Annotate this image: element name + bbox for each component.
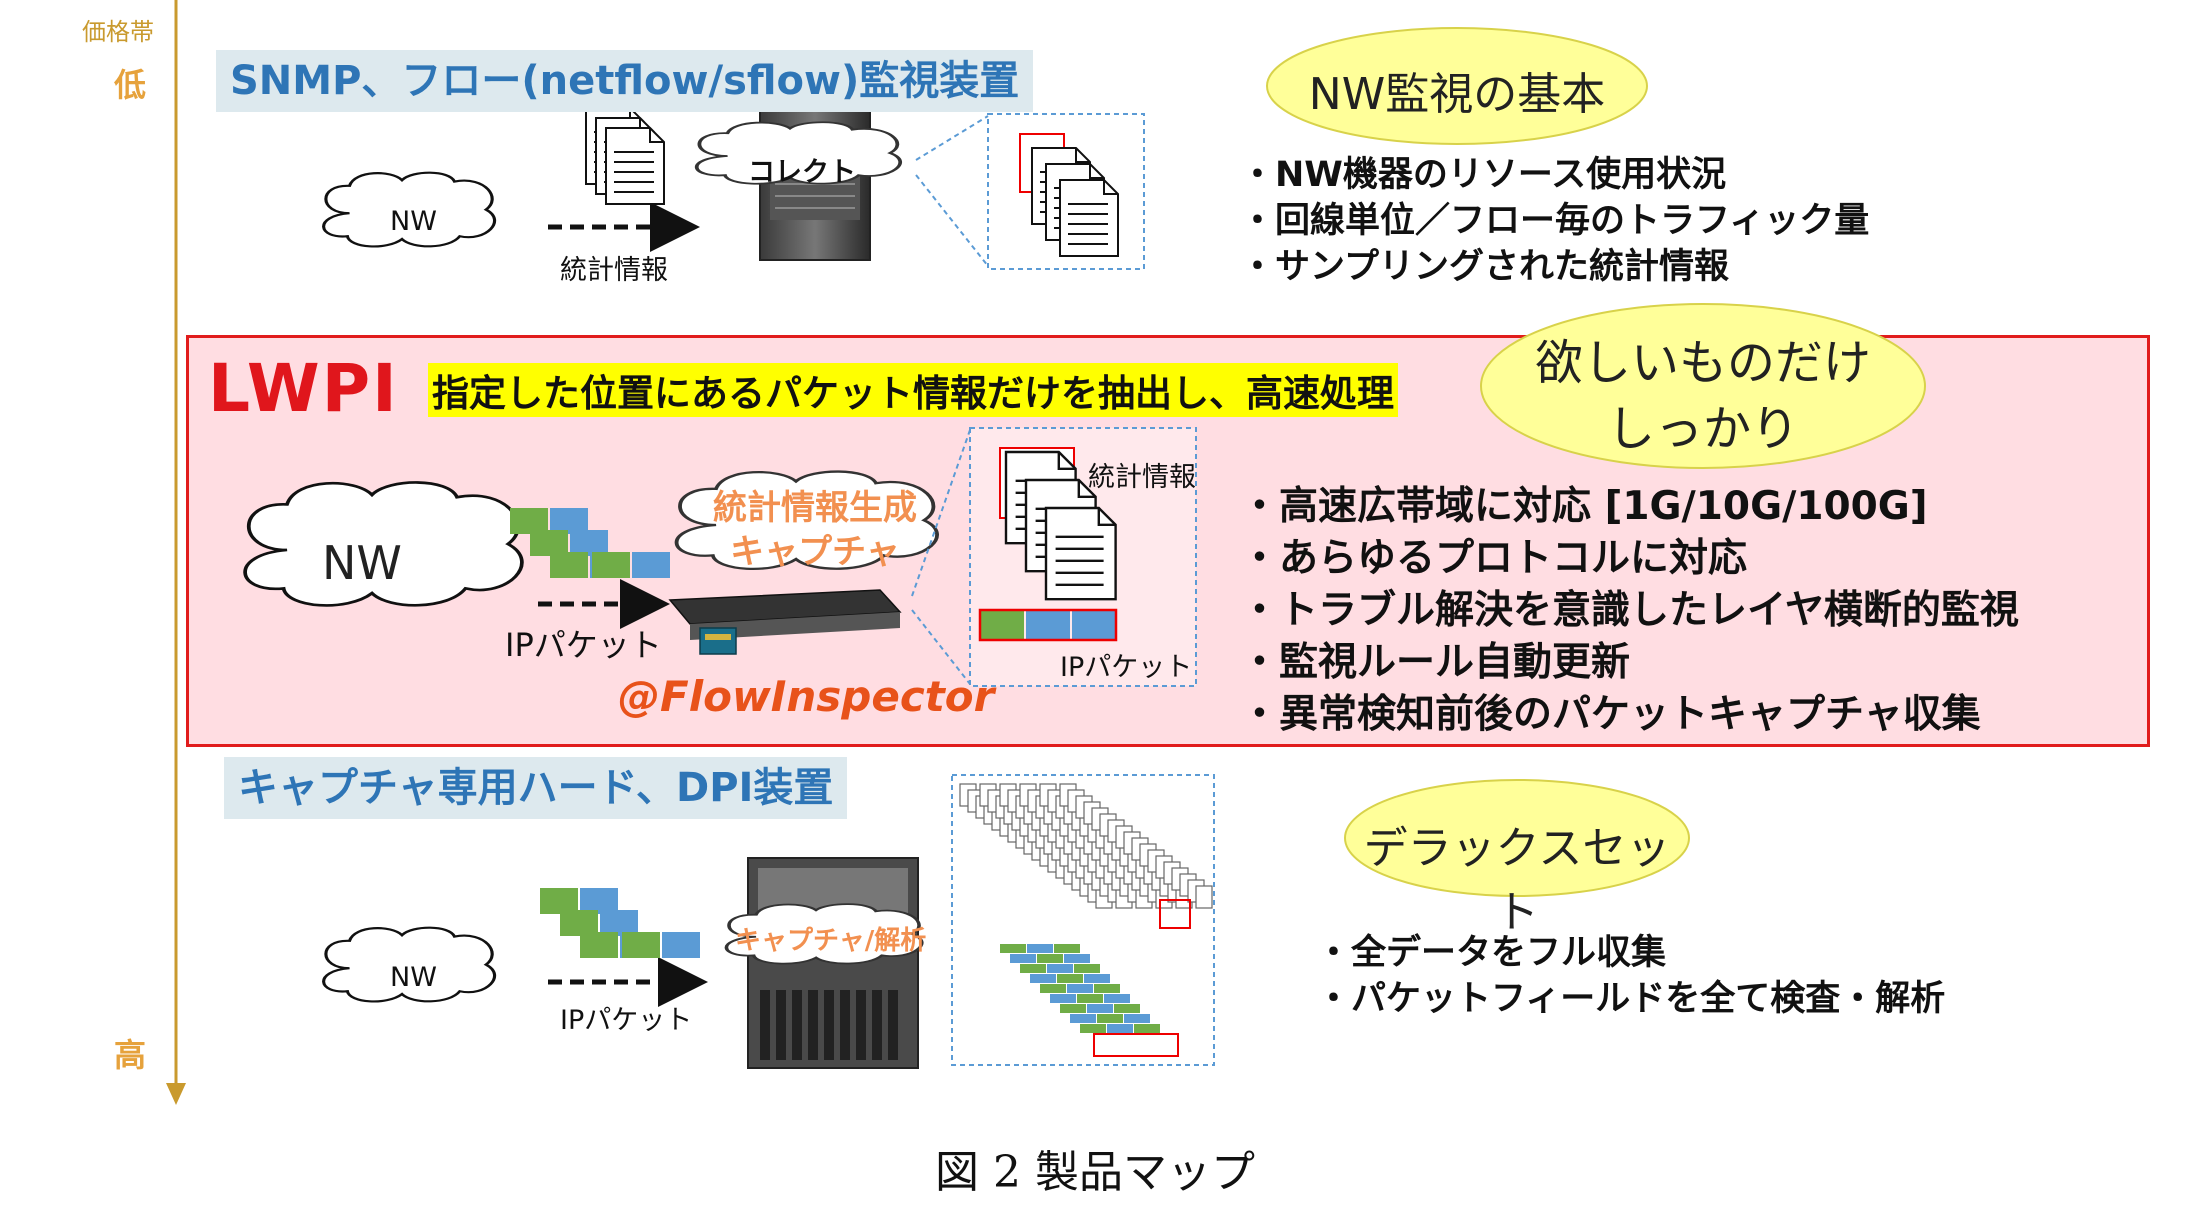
tier1-callout-docs xyxy=(1019,133,1119,257)
tier1-bullet: ・サンプリングされた統計情報 xyxy=(1240,247,1729,287)
tier3-oval xyxy=(1344,779,1690,897)
axis-low: 低 xyxy=(114,66,147,104)
axis-label: 価格帯 xyxy=(82,18,154,46)
tier1-callout-box xyxy=(987,113,1145,270)
tier3-oval-text: デラックスセット xyxy=(1363,823,1671,938)
tier2-oval-line2: しっかり xyxy=(1606,401,1799,457)
price-axis-arrowhead xyxy=(166,1083,186,1105)
tier2-server-label: 統計情報生成 キャプチャ xyxy=(690,486,940,574)
tier3-bullet: ・パケットフィールドを全て検査・解析 xyxy=(1316,979,1946,1019)
tier2-arrow-label: IPパケット xyxy=(505,626,662,664)
tier2-bullet: ・監視ルール自動更新 xyxy=(1240,640,1631,685)
tier2-packet-stack xyxy=(510,508,670,578)
tier3-doc-pile xyxy=(959,783,1213,909)
tier3-nw-label: NW xyxy=(390,962,437,993)
lwpi-subtitle: 指定した位置にあるパケット情報だけを抽出し、高速処理 xyxy=(428,363,1398,417)
tier2-bullet: ・トラブル解決を意識したレイヤ横断的監視 xyxy=(1240,588,2019,633)
tier3-arrow-label: IPパケット xyxy=(560,1005,693,1036)
tier2-oval-text: 欲しいものだけ しっかり xyxy=(1483,330,1923,462)
lwpi-title: LWPI xyxy=(208,350,399,427)
tier2-server xyxy=(668,589,902,655)
tier2-doc-label: 統計情報 xyxy=(1088,462,1196,493)
tier3-packet-pile xyxy=(1000,944,1160,1033)
tier2-server-label-line1: 統計情報生成 xyxy=(713,488,917,528)
tier1-bullet: ・NW機器のリソース使用状況 xyxy=(1240,155,1727,195)
tier2-oval-line1: 欲しいものだけ xyxy=(1534,335,1871,391)
tier1-bullet: ・回線単位／フロー毎のトラフィック量 xyxy=(1240,201,1870,241)
figure-caption: 図 2 製品マップ xyxy=(935,1147,1255,1198)
flowinspector-brand: @FlowInspector xyxy=(618,672,995,721)
tier2-nw-label: NW xyxy=(322,536,402,590)
tier3-bullet: ・全データをフル収集 xyxy=(1316,933,1667,973)
tier2-callout-docs xyxy=(999,447,1117,601)
tier3-callout-box xyxy=(951,774,1215,1066)
tier1-nw-label: NW xyxy=(390,206,437,237)
tier1-title: SNMP、フロー(netflow/sflow)監視装置 xyxy=(216,50,1034,112)
tier2-server-label-line2: キャプチャ xyxy=(730,532,900,572)
tier2-bullets: ・高速広帯域に対応 [1G/10G/100G] ・あらゆるプロトコルに対応 ・ト… xyxy=(1240,481,2019,741)
tier2-bullet: ・高速広帯域に対応 [1G/10G/100G] xyxy=(1240,484,1928,529)
tier2-packet-label: IPパケット xyxy=(1060,652,1193,683)
tier3-bullets: ・全データをフル収集 ・パケットフィールドを全て検査・解析 xyxy=(1316,930,1945,1022)
tier3-title: キャプチャ専用ハード、DPI装置 xyxy=(224,757,848,819)
tier1-server-label: コレクト xyxy=(748,157,856,188)
tier1-arrow-label: 統計情報 xyxy=(560,255,668,286)
axis-high: 高 xyxy=(114,1036,147,1074)
tier1-oval-text: NW監視の基本 xyxy=(1308,69,1606,120)
tier1-oval xyxy=(1266,27,1648,145)
tier2-bullet: ・あらゆるプロトコルに対応 xyxy=(1240,536,1748,581)
tier1-bullets: ・NW機器のリソース使用状況 ・回線単位／フロー毎のトラフィック量 ・サンプリン… xyxy=(1240,152,1869,290)
tier2-bullet: ・異常検知前後のパケットキャプチャ収集 xyxy=(1240,692,1981,737)
tier2-callout-packet xyxy=(978,608,1118,642)
tier2-oval xyxy=(1480,303,1926,469)
tier3-server-label: キャプチャ/解析 xyxy=(735,926,927,956)
